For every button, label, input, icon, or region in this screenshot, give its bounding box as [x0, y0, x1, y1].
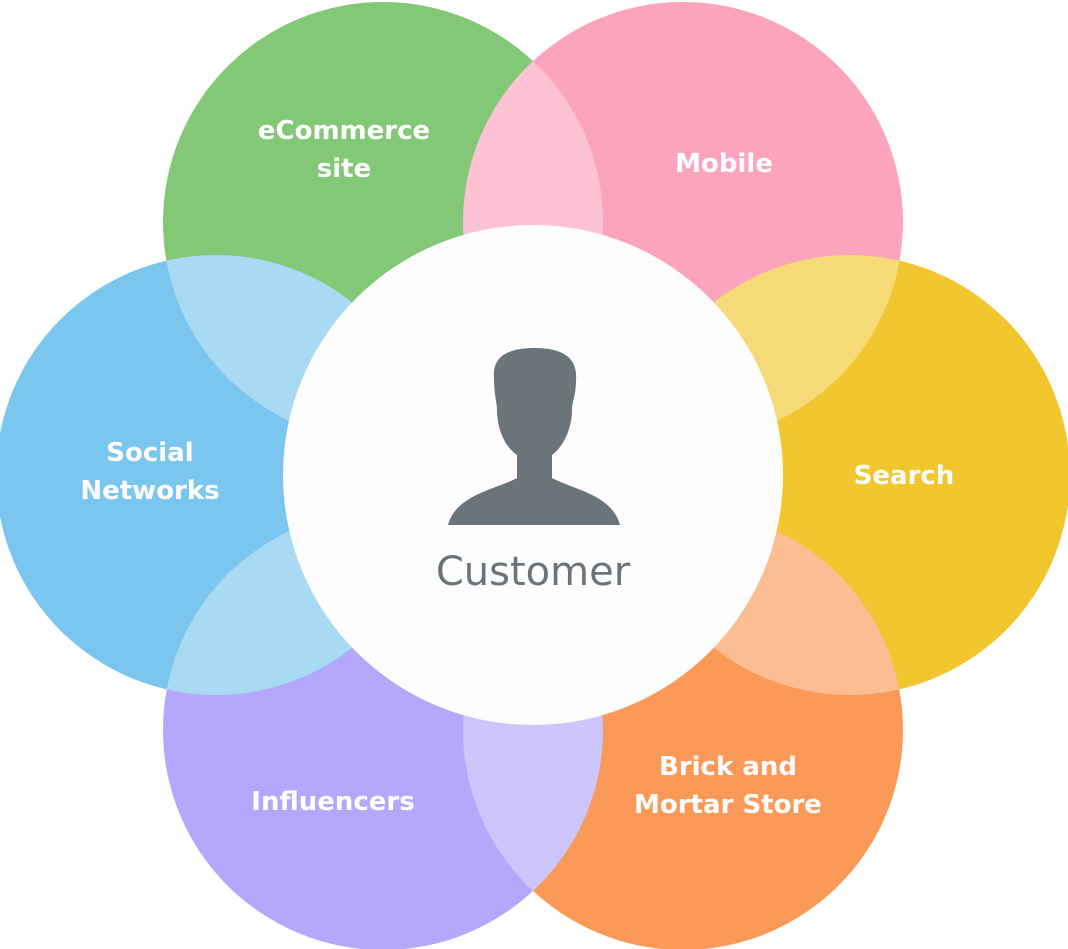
overlap-search-brick-and-mortar	[630, 510, 903, 695]
influencers-label: Influencers	[251, 787, 415, 817]
overlap-social-networks-ecommerce	[163, 255, 436, 442]
mobile-label: Mobile	[675, 149, 773, 179]
customer-label: Customer	[435, 549, 631, 595]
search-label: Search	[853, 461, 955, 491]
